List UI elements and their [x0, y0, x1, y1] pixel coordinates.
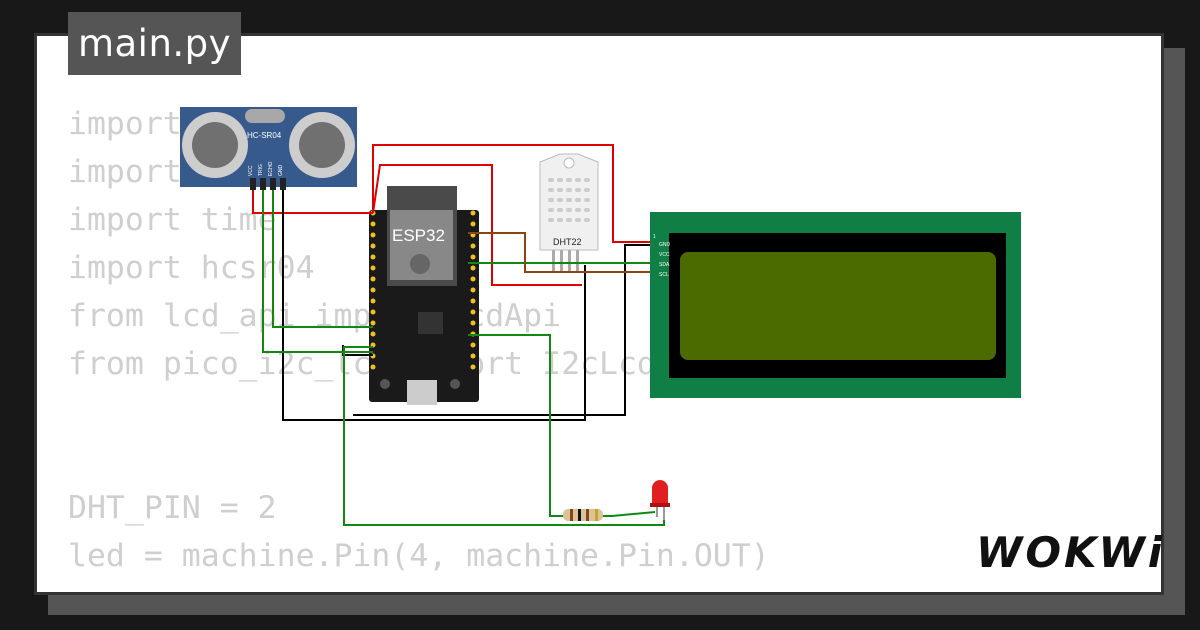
- wire-ground: [282, 190, 586, 421]
- esp32-pin: [470, 298, 476, 304]
- dht22-vent: [584, 218, 590, 222]
- ultrasonic-pin-echo: ECHO: [268, 161, 274, 176]
- wire-data: [468, 232, 650, 273]
- lcd-screen: [680, 252, 996, 360]
- esp32-pin: [470, 287, 476, 293]
- esp32-pin: [470, 320, 476, 326]
- lcd-pin-index: 1: [653, 234, 656, 240]
- dht22-vent: [566, 198, 572, 202]
- esp32-pin: [370, 298, 376, 304]
- wires: [252, 144, 665, 526]
- dht22-vent: [575, 198, 581, 202]
- dht22-vent: [584, 188, 590, 192]
- esp32-pin: [470, 265, 476, 271]
- esp32-label: ESP32: [392, 226, 445, 245]
- esp32-pin: [370, 309, 376, 315]
- ultrasonic-label: HC-SR04: [247, 131, 282, 140]
- dht22-vent: [566, 208, 572, 212]
- wire-power: [252, 190, 373, 214]
- dht22-vent: [566, 218, 572, 222]
- ultrasonic-pin-gnd: GND: [278, 165, 284, 177]
- esp32-pin: [470, 221, 476, 227]
- esp32-pin: [470, 210, 476, 216]
- esp32-pin: [470, 243, 476, 249]
- dht22-vent: [575, 218, 581, 222]
- esp32-pin: [370, 254, 376, 260]
- lcd-pin-vcc: VCC: [659, 252, 670, 258]
- dht22-sensor[interactable]: DHT22: [539, 153, 599, 272]
- esp32-pin: [470, 276, 476, 282]
- lcd-pin-scl: SCL: [659, 272, 669, 278]
- code-line: DHT_PIN = 2: [68, 490, 277, 526]
- dht22-vent: [557, 208, 563, 212]
- dht22-vent: [566, 178, 572, 182]
- dht22-vent: [575, 188, 581, 192]
- wire-ground: [353, 244, 650, 416]
- code-line: led = machine.Pin(4, machine.Pin.OUT): [68, 538, 770, 574]
- led[interactable]: [650, 480, 670, 520]
- esp32-pin: [370, 320, 376, 326]
- resistor: [563, 509, 603, 521]
- dht22-vent: [584, 178, 590, 182]
- dht22-vent: [548, 198, 554, 202]
- esp32-pin: [470, 364, 476, 370]
- dht22-vent: [548, 208, 554, 212]
- dht22-vent: [566, 188, 572, 192]
- lcd-module[interactable]: 1 GND VCC SDA SCL: [650, 212, 1021, 398]
- dht22-vent: [557, 178, 563, 182]
- dht22-vent: [557, 198, 563, 202]
- ultrasonic-sensor[interactable]: HC-SR04 VCC TRIG ECHO GND: [180, 107, 357, 190]
- lcd-pin-sda: SDA: [659, 262, 670, 268]
- dht22-vent: [548, 218, 554, 222]
- code-line: import hcsr04: [68, 250, 315, 286]
- dht22-vents: [548, 178, 590, 222]
- file-tab[interactable]: main.py: [68, 12, 241, 75]
- ultrasonic-pin-vcc: VCC: [248, 165, 254, 176]
- wire-signal: [468, 334, 656, 517]
- wokwi-logo: WOKWi: [976, 528, 1166, 577]
- esp32-board[interactable]: ESP32: [369, 186, 479, 405]
- dht22-vent: [548, 188, 554, 192]
- dht22-vent: [557, 188, 563, 192]
- esp32-pin: [370, 331, 376, 337]
- lcd-pin-gnd: GND: [659, 242, 671, 248]
- wire-power: [372, 164, 582, 286]
- esp32-pin: [470, 342, 476, 348]
- esp32-pin: [370, 221, 376, 227]
- esp32-right-pins: [470, 210, 476, 370]
- wire-power: [372, 144, 650, 243]
- dht22-vent: [575, 208, 581, 212]
- esp32-pin: [370, 287, 376, 293]
- dht22-vent: [548, 178, 554, 182]
- esp32-pin: [370, 232, 376, 238]
- dht22-vent: [584, 198, 590, 202]
- esp32-pin: [370, 265, 376, 271]
- esp32-pin: [470, 309, 476, 315]
- wire-signal: [262, 190, 373, 353]
- dht22-vent: [557, 218, 563, 222]
- file-tab-label: main.py: [77, 22, 232, 65]
- ultrasonic-pin-trig: TRIG: [258, 164, 264, 176]
- wire-signal: [272, 190, 373, 328]
- esp32-pin: [370, 243, 376, 249]
- dht22-vent: [575, 178, 581, 182]
- esp32-pin: [370, 276, 376, 282]
- esp32-left-pins: [370, 210, 376, 370]
- dht22-label: DHT22: [553, 237, 582, 247]
- esp32-pin: [470, 254, 476, 260]
- esp32-pin: [470, 353, 476, 359]
- esp32-pin: [370, 364, 376, 370]
- dht22-vent: [584, 208, 590, 212]
